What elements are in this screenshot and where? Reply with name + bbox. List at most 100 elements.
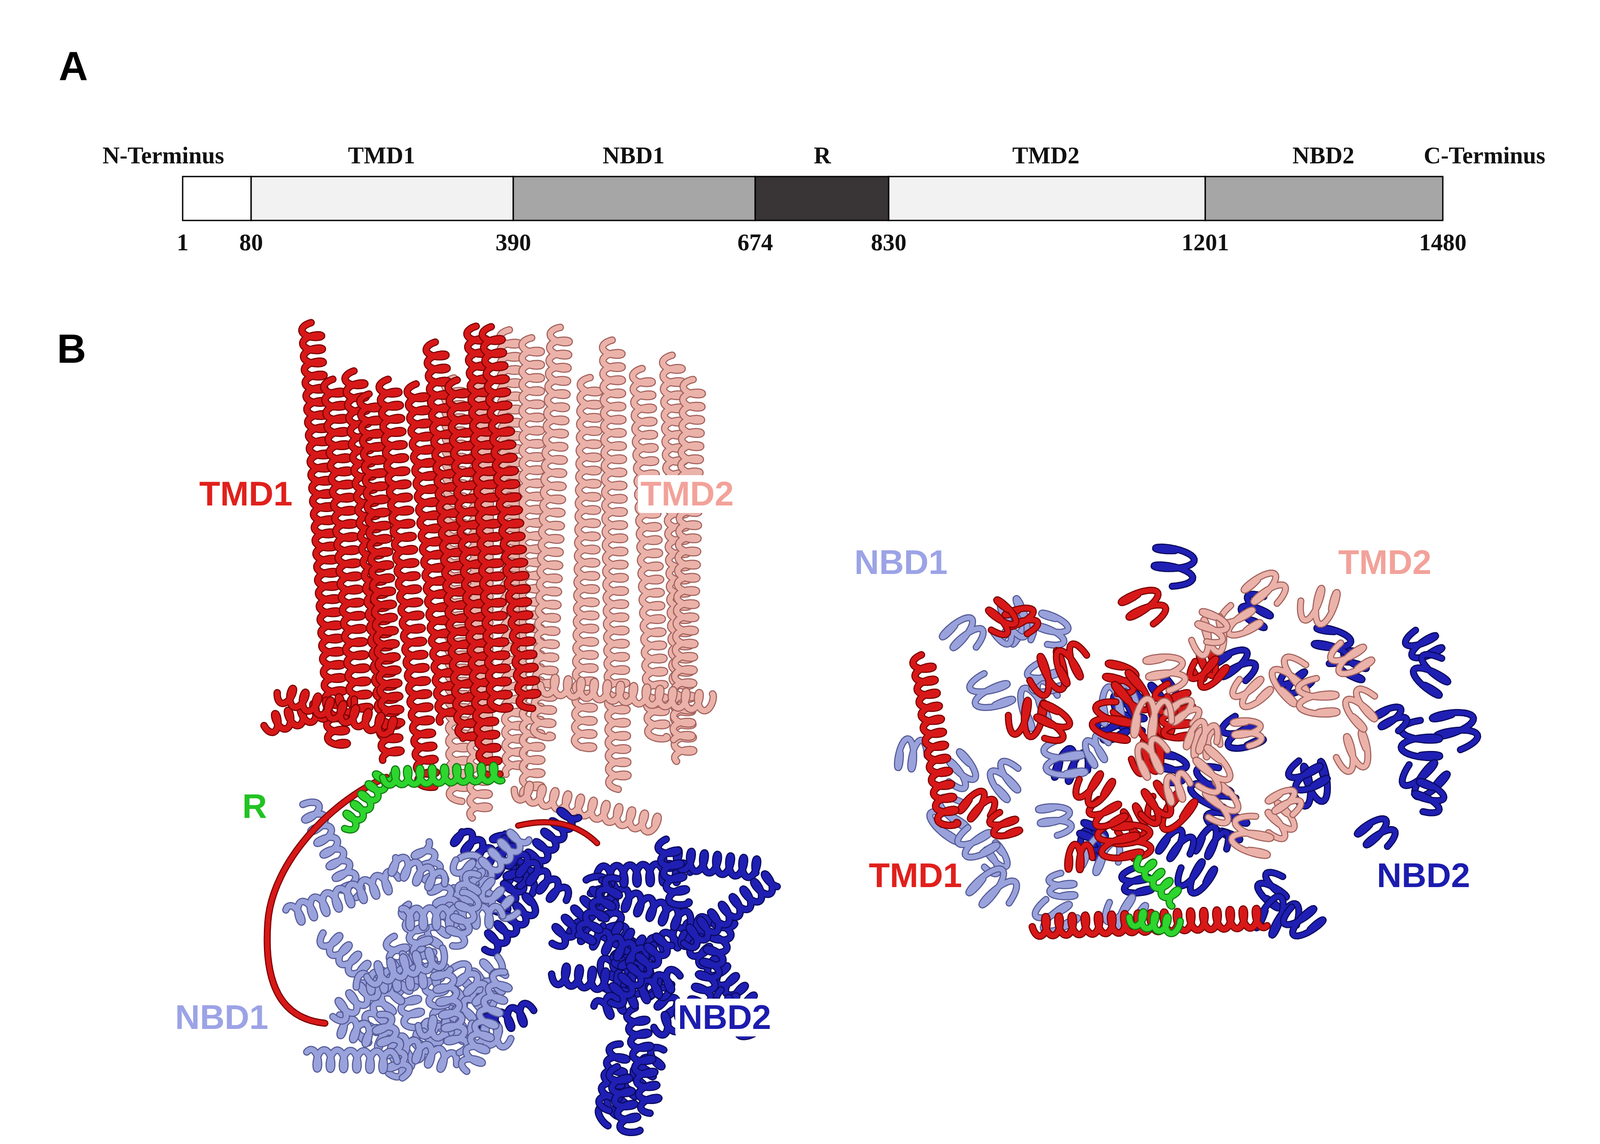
helix-ribbon: [1145, 656, 1186, 691]
helix-ribbon: [626, 1007, 659, 1114]
helix-ribbon: [1345, 688, 1376, 730]
domain-name: N-Terminus: [102, 142, 224, 169]
helix-ribbon: [610, 936, 673, 1006]
helix-ribbon: [1092, 701, 1132, 741]
helix-ribbon: [1243, 572, 1286, 604]
helix-ribbon: [1357, 818, 1395, 847]
domain-name: NBD2: [1292, 142, 1355, 169]
helix-ribbon: [1036, 703, 1070, 741]
domain-name: C-Terminus: [1423, 142, 1546, 169]
tmd2-segment: [888, 176, 1206, 221]
helix-ribbon: [1189, 658, 1227, 688]
helix-ribbon: [1300, 587, 1338, 624]
helix-ribbon: [1288, 760, 1328, 791]
helix-ribbon: [1085, 734, 1109, 766]
helix-ribbon: [1032, 908, 1268, 937]
helix-ribbon: [366, 947, 445, 984]
helix-ribbon: [626, 1007, 659, 1114]
helix-ribbon: [1345, 688, 1376, 730]
domain-label: NBD1: [172, 998, 271, 1037]
helix-ribbon: [1432, 712, 1478, 750]
helix-ribbon: [1129, 911, 1181, 934]
helix-ribbon: [382, 765, 502, 786]
helix-ribbon: [448, 892, 479, 947]
helix-ribbon: [461, 971, 509, 1071]
helix-ribbon: [1166, 772, 1191, 803]
domain-name: TMD1: [348, 142, 416, 169]
helix-ribbon: [989, 812, 1020, 837]
helix-ribbon: [1136, 857, 1179, 907]
helix-ribbon: [1048, 872, 1075, 897]
helix-ribbon: [1158, 829, 1194, 859]
helix-ribbon: [990, 760, 1019, 800]
helix-ribbon: [540, 677, 714, 711]
helix-ribbon: [578, 877, 620, 942]
helix-ribbon: [1288, 760, 1328, 791]
helix-ribbon: [382, 765, 502, 786]
helix-ribbon: [448, 892, 479, 947]
helix-ribbon: [1121, 590, 1166, 624]
helix-ribbon: [1375, 706, 1407, 731]
helix-ribbon: [1195, 747, 1230, 793]
helix-ribbon: [1283, 906, 1323, 936]
helix-ribbon: [306, 1049, 398, 1071]
helix-ribbon: [1129, 911, 1181, 934]
helix-ribbon: [1036, 703, 1070, 741]
domain-label: NBD2: [675, 998, 774, 1037]
helix-ribbon: [1178, 861, 1215, 894]
helix-ribbon: [1133, 698, 1172, 738]
helix-ribbon: [1037, 612, 1069, 646]
helix-ribbon: [1145, 656, 1186, 691]
helix-ribbon: [959, 791, 995, 819]
domain-name: R: [814, 142, 832, 169]
helix-ribbon: [658, 839, 690, 905]
helix-ribbon: [267, 777, 387, 1024]
residue-number: 1201: [1181, 229, 1229, 256]
helix-ribbon: [306, 1049, 398, 1071]
helix-ribbon: [1032, 908, 1268, 937]
helix-ribbon: [1268, 789, 1301, 815]
residue-number: 80: [239, 229, 264, 256]
helix-ribbon: [673, 379, 703, 740]
panel-letter: A: [58, 43, 88, 89]
helix-ribbon: [942, 617, 984, 649]
r-segment: [755, 176, 889, 221]
helix-ribbon: [1413, 654, 1449, 696]
helix-ribbon: [1038, 806, 1072, 836]
helix-ribbon: [1195, 826, 1229, 857]
helix-ribbon: [1336, 731, 1368, 772]
helix-ribbon: [1067, 844, 1093, 870]
helix-ribbon: [602, 340, 629, 790]
helix-ribbon: [1414, 781, 1445, 813]
helix-ribbon: [1133, 698, 1172, 738]
helix-ribbon: [602, 340, 629, 790]
helix-ribbon: [609, 1066, 640, 1133]
helix-ribbon: [959, 791, 995, 819]
helix-ribbon: [1298, 678, 1337, 714]
helix-ribbon: [482, 326, 538, 709]
helix-ribbon: [1038, 806, 1072, 836]
helix-ribbon: [1375, 706, 1407, 731]
helix-ribbon: [1330, 642, 1372, 674]
residue-number: 1: [176, 229, 189, 256]
helix-ribbon: [1197, 611, 1228, 643]
helix-ribbon: [1330, 642, 1372, 674]
helix-ribbon: [277, 688, 395, 735]
helix-ribbon: [969, 673, 1013, 708]
helix-ribbon: [1048, 872, 1075, 897]
helix-ribbon: [1154, 547, 1195, 587]
panel-letter: B: [57, 326, 87, 372]
helix-ribbon: [969, 673, 1013, 708]
helix-ribbon: [1232, 720, 1262, 746]
helix-ribbon: [969, 868, 1017, 905]
domain-label: NBD1: [851, 543, 951, 582]
residue-number: 830: [871, 229, 907, 256]
helix-ribbon: [1043, 738, 1086, 775]
helix-ribbon: [1043, 738, 1086, 775]
nbd1-segment: [513, 176, 756, 221]
residue-number: 674: [737, 229, 774, 256]
helix-ribbon: [1166, 772, 1191, 803]
helix-ribbon: [1232, 720, 1262, 746]
helix-ribbon: [988, 599, 1017, 635]
domain-label: TMD2: [1335, 543, 1435, 582]
